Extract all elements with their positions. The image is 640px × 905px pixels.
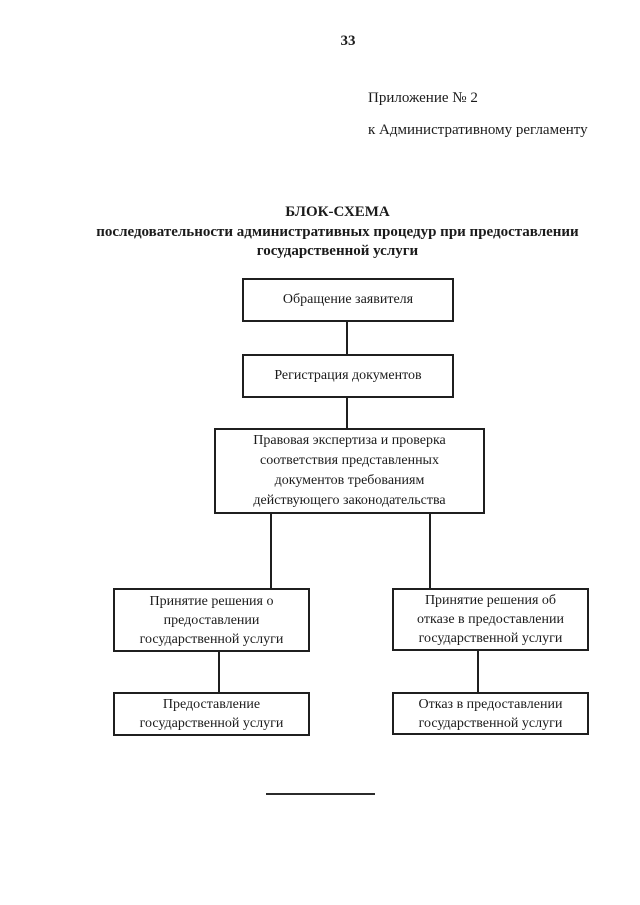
node-document-registration: Регистрация документов xyxy=(242,354,454,398)
connector-review-to-grant xyxy=(270,514,272,588)
appendix-label: Приложение № 2 xyxy=(368,90,478,106)
node-applicant-request: Обращение заявителя xyxy=(242,278,454,322)
connector-refuse-to-refused xyxy=(477,651,479,692)
appendix-reference: к Административному регламенту xyxy=(368,122,588,138)
node-legal-review: Правовая экспертиза и проверка соответст… xyxy=(214,428,485,514)
chart-title-line3: государственной услуги xyxy=(256,243,419,259)
chart-title-line2: последовательности административных проц… xyxy=(96,223,579,240)
node-decision-refuse: Принятие решения об отказе в предоставле… xyxy=(392,588,589,651)
connector-registration-to-review xyxy=(346,398,348,428)
page-number: 33 xyxy=(340,33,356,49)
node-service-refused: Отказ в предоставлении государственной у… xyxy=(392,692,589,735)
node-service-provided: Предоставление государственной услуги xyxy=(113,692,310,736)
connector-grant-to-provided xyxy=(218,652,220,692)
chart-title: БЛОК-СХЕМА последовательности администра… xyxy=(37,203,638,262)
chart-title-line1: БЛОК-СХЕМА xyxy=(285,204,390,220)
connector-request-to-registration xyxy=(346,322,348,354)
connector-review-to-refuse xyxy=(429,514,431,588)
node-decision-grant: Принятие решения о предоставлении госуда… xyxy=(113,588,310,652)
footnote-rule xyxy=(266,793,375,795)
